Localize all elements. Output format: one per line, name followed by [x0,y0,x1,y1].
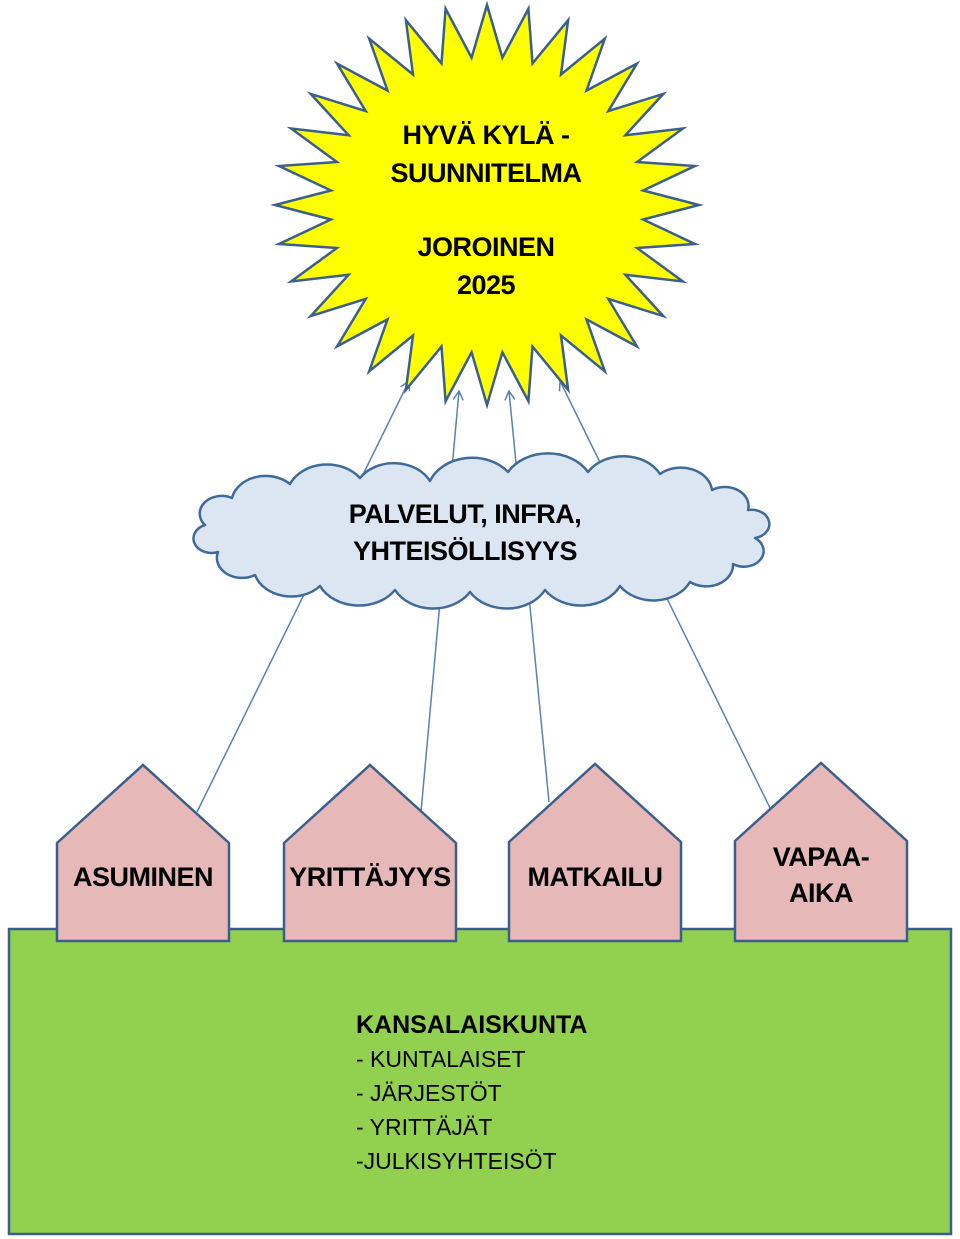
house-vapaa-aika-label-1: VAPAA- [773,842,870,872]
house-vapaa-aika: VAPAA- AIKA [733,761,909,943]
house-vapaa-aika-shape [733,761,909,943]
ground-item-3: - YRITTÄJÄT [356,1114,492,1140]
sun-starburst: HYVÄ KYLÄ - SUUNNITELMA JOROINEN 2025 [270,0,704,410]
ground-item-4: -JULKISYHTEISÖT [356,1148,557,1174]
house-yrittajyys: YRITTÄJYYS [282,763,458,943]
house-matkailu-label: MATKAILU [528,862,663,892]
ground-item-1: - KUNTALAISET [356,1046,526,1072]
ground-rect [7,927,953,1236]
house-asuminen: ASUMINEN [55,763,231,943]
cloud-line-2: YHTEISÖLLISYYS [353,536,577,566]
cloud-shape: PALVELUT, INFRA, YHTEISÖLLISYYS [192,452,771,610]
sun-line-2: SUUNNITELMA [391,158,582,188]
sun-line-1: HYVÄ KYLÄ - [402,120,569,150]
house-yrittajyys-shape [282,763,458,943]
house-vapaa-aika-label-2: AIKA [789,878,853,908]
sun-line-4: JOROINEN [417,232,554,262]
house-matkailu: MATKAILU [507,762,683,943]
ground-text: KANSALAISKUNTA - KUNTALAISET - JÄRJESTÖT… [356,1011,587,1174]
house-asuminen-label: ASUMINEN [73,862,213,892]
house-asuminen-shape [55,763,231,943]
sun-line-5: 2025 [457,270,516,300]
arrow-asuminen [196,379,411,813]
cloud-line-1: PALVELUT, INFRA, [349,499,582,529]
ground-item-2: - JÄRJESTÖT [356,1080,502,1106]
house-matkailu-shape [507,762,683,943]
house-yrittajyys-label: YRITTÄJYYS [289,862,451,892]
ground-title: KANSALAISKUNTA [356,1011,587,1039]
